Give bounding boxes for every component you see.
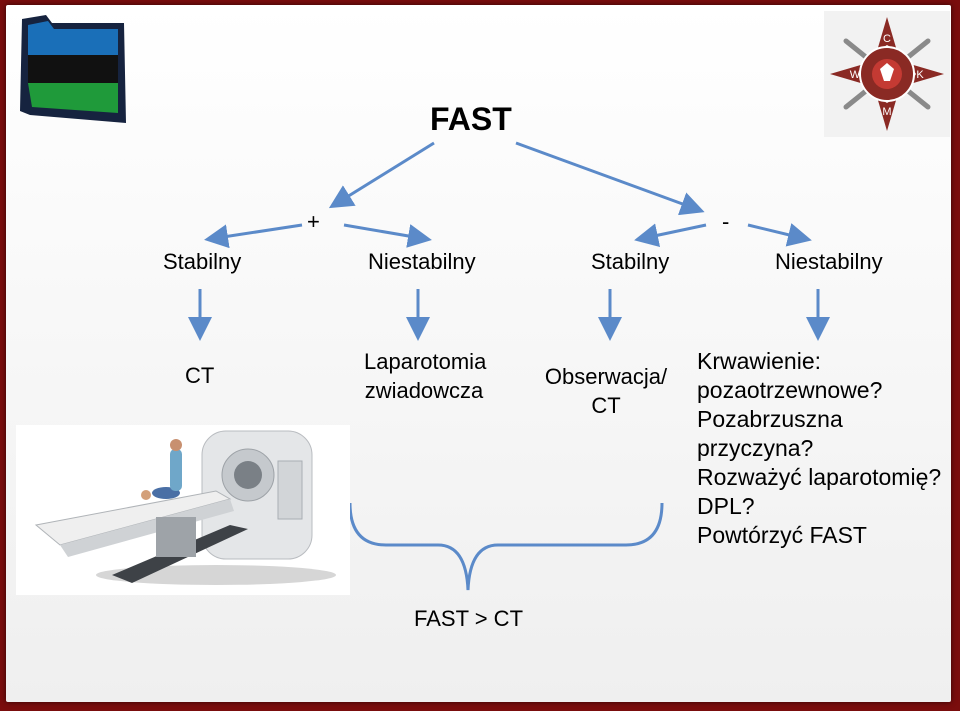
outcome-observation: Obserwacja/ CT [534,362,678,420]
arrow-fast-to-plus [328,141,435,209]
right-logo-cross-emblem: C W K M [824,11,950,137]
bleeding-line-2: pozaotrzewnowe? [697,377,883,403]
outcome-laparotomy-line2: zwiadowcza [364,378,484,403]
outcome-ct: CT [185,363,215,388]
level1-niestabilny-negative: Niestabilny [775,249,883,274]
arrow-fast-to-minus [515,141,705,216]
outcome-laparotomy-line1: Laparotomia [364,349,487,374]
arrow-minus-to-stabilny [634,223,707,248]
emblem-letter-w: W [850,69,861,81]
bleeding-line-5: Rozważyć laparotomię? [697,464,942,490]
bleeding-line-7: Powtórzyć FAST [697,522,867,548]
emblem-letter-m: M [882,106,891,118]
level1-niestabilny-positive: Niestabilny [368,249,476,274]
outcome-observation-line2: CT [591,393,621,418]
emblem-letter-c: C [883,33,891,45]
bleeding-line-1: Krwawienie: [697,348,821,374]
level1-stabilny-negative: Stabilny [591,249,670,274]
arrow-plus-to-niestabilny [343,223,432,248]
level1-stabilny-positive: Stabilny [163,249,242,274]
title-fast: FAST [430,101,512,137]
branch-minus-label: - [722,209,730,234]
summary-brace [348,502,664,591]
arrow-plus-to-stabilny [204,223,303,249]
left-logo-shield [20,15,126,123]
bleeding-line-3: Pozabrzuszna [697,406,843,432]
outcome-laparotomy: Laparotomia zwiadowcza [364,347,487,405]
summary-fast-vs-ct: FAST > CT [414,606,524,631]
bleeding-line-4: przyczyna? [697,435,814,461]
outcome-bleeding-list: Krwawienie: pozaotrzewnowe? Pozabrzuszna… [697,347,941,550]
emblem-letter-k: K [916,69,924,81]
slide: C W K M [6,5,951,702]
arrow-minus-to-niestabilny [747,223,812,247]
flow-arrows [188,141,830,591]
ct-scanner-image [16,425,350,595]
bleeding-line-6: DPL? [697,493,755,519]
branch-plus-label: + [307,209,320,234]
outcome-observation-line1: Obserwacja/ [544,364,668,389]
